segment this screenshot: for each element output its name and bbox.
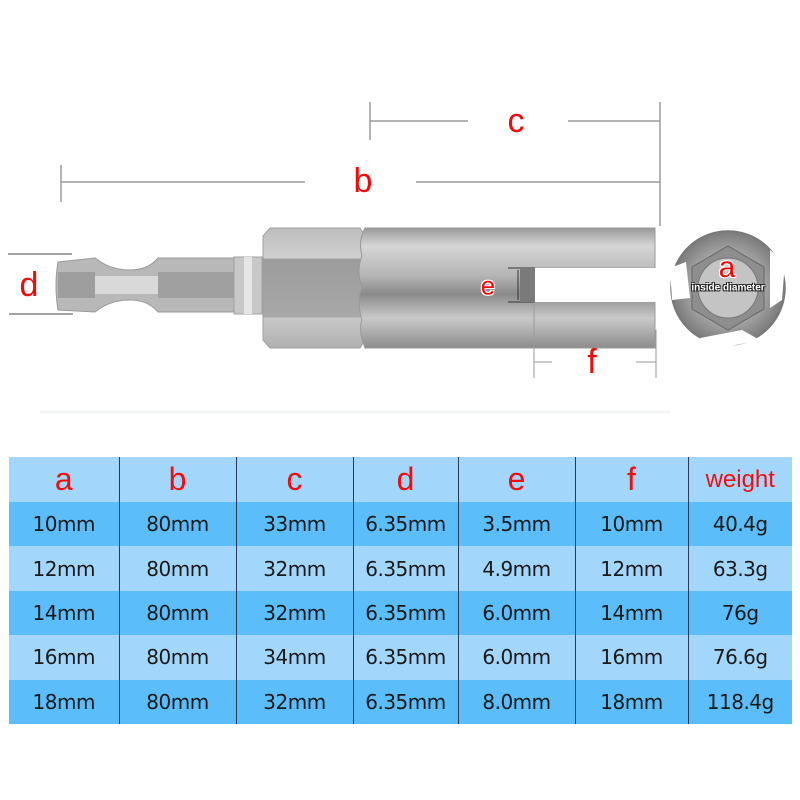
dimension-b-line	[60, 165, 660, 202]
column-header-c: c	[235, 457, 353, 502]
cell-c: 32mm	[235, 590, 353, 636]
cell-e: 6.0mm	[457, 635, 575, 680]
table-row: 10mm 80mm 33mm 6.35mm 3.5mm 10mm 40.4g	[9, 502, 792, 547]
cell-e: 8.0mm	[457, 679, 575, 724]
cell-weight: 76.6g	[687, 635, 792, 680]
slotted-barrel	[358, 227, 657, 349]
cell-e: 4.9mm	[457, 546, 575, 591]
cell-e: 3.5mm	[457, 502, 575, 547]
socket-end-view	[670, 230, 786, 350]
cell-f: 16mm	[574, 635, 688, 680]
cell-weight: 76g	[687, 590, 792, 636]
cell-d: 6.35mm	[352, 679, 458, 724]
cell-a: 16mm	[9, 635, 119, 680]
cell-c: 32mm	[235, 546, 353, 591]
cell-weight: 118.4g	[687, 679, 792, 724]
column-header-b: b	[118, 457, 236, 502]
cell-d: 6.35mm	[352, 590, 458, 636]
specification-table: a b c d e f weight 10mm 80mm 33mm 6.35mm…	[9, 457, 792, 724]
dimension-label-e: e	[480, 270, 496, 301]
dimension-label-c: c	[507, 102, 525, 140]
column-header-f: f	[574, 457, 688, 502]
cell-b: 80mm	[118, 502, 236, 547]
dimension-d-line	[8, 253, 73, 315]
hex-body	[262, 227, 366, 349]
table-header-row: a b c d e f weight	[9, 457, 792, 502]
dimension-label-f: f	[587, 343, 597, 381]
cell-a: 10mm	[9, 502, 119, 547]
column-header-e: e	[457, 457, 575, 502]
column-header-a: a	[9, 457, 119, 502]
cell-a: 12mm	[9, 546, 119, 591]
cell-f: 14mm	[574, 590, 688, 636]
table-row: 14mm 80mm 32mm 6.35mm 6.0mm 14mm 76g	[9, 590, 792, 636]
cell-b: 80mm	[118, 590, 236, 636]
cell-d: 6.35mm	[352, 546, 458, 591]
cell-weight: 40.4g	[687, 502, 792, 547]
cell-c: 32mm	[235, 679, 353, 724]
product-dimension-diagram: c b d f e a inside diameter	[8, 102, 786, 414]
dimension-label-b: b	[353, 162, 373, 200]
table-row: 16mm 80mm 34mm 6.35mm 6.0mm 16mm 76.6g	[9, 635, 792, 680]
cell-f: 18mm	[574, 679, 688, 724]
cell-c: 34mm	[235, 635, 353, 680]
dimension-c-line	[369, 102, 661, 226]
cell-c: 33mm	[235, 502, 353, 547]
cell-b: 80mm	[118, 546, 236, 591]
column-header-weight: weight	[687, 457, 792, 502]
cell-weight: 63.3g	[687, 546, 792, 591]
cell-f: 12mm	[574, 546, 688, 591]
column-header-d: d	[352, 457, 458, 502]
table-row: 12mm 80mm 32mm 6.35mm 4.9mm 12mm 63.3g	[9, 546, 792, 591]
table-row: 18mm 80mm 32mm 6.35mm 8.0mm 18mm 118.4g	[9, 679, 792, 724]
cell-b: 80mm	[118, 679, 236, 724]
inside-diameter-label: inside diameter	[691, 282, 765, 294]
cell-e: 6.0mm	[457, 590, 575, 636]
dimension-f-line	[533, 302, 657, 378]
cell-b: 80mm	[118, 635, 236, 680]
dimension-label-a: a	[718, 251, 736, 284]
hex-shank	[55, 256, 263, 315]
cell-d: 6.35mm	[352, 635, 458, 680]
cell-a: 18mm	[9, 679, 119, 724]
cell-d: 6.35mm	[352, 502, 458, 547]
cell-a: 14mm	[9, 590, 119, 636]
dimension-label-d: d	[19, 266, 39, 304]
cell-f: 10mm	[574, 502, 688, 547]
wing-nut-driver-illustration	[8, 102, 786, 414]
